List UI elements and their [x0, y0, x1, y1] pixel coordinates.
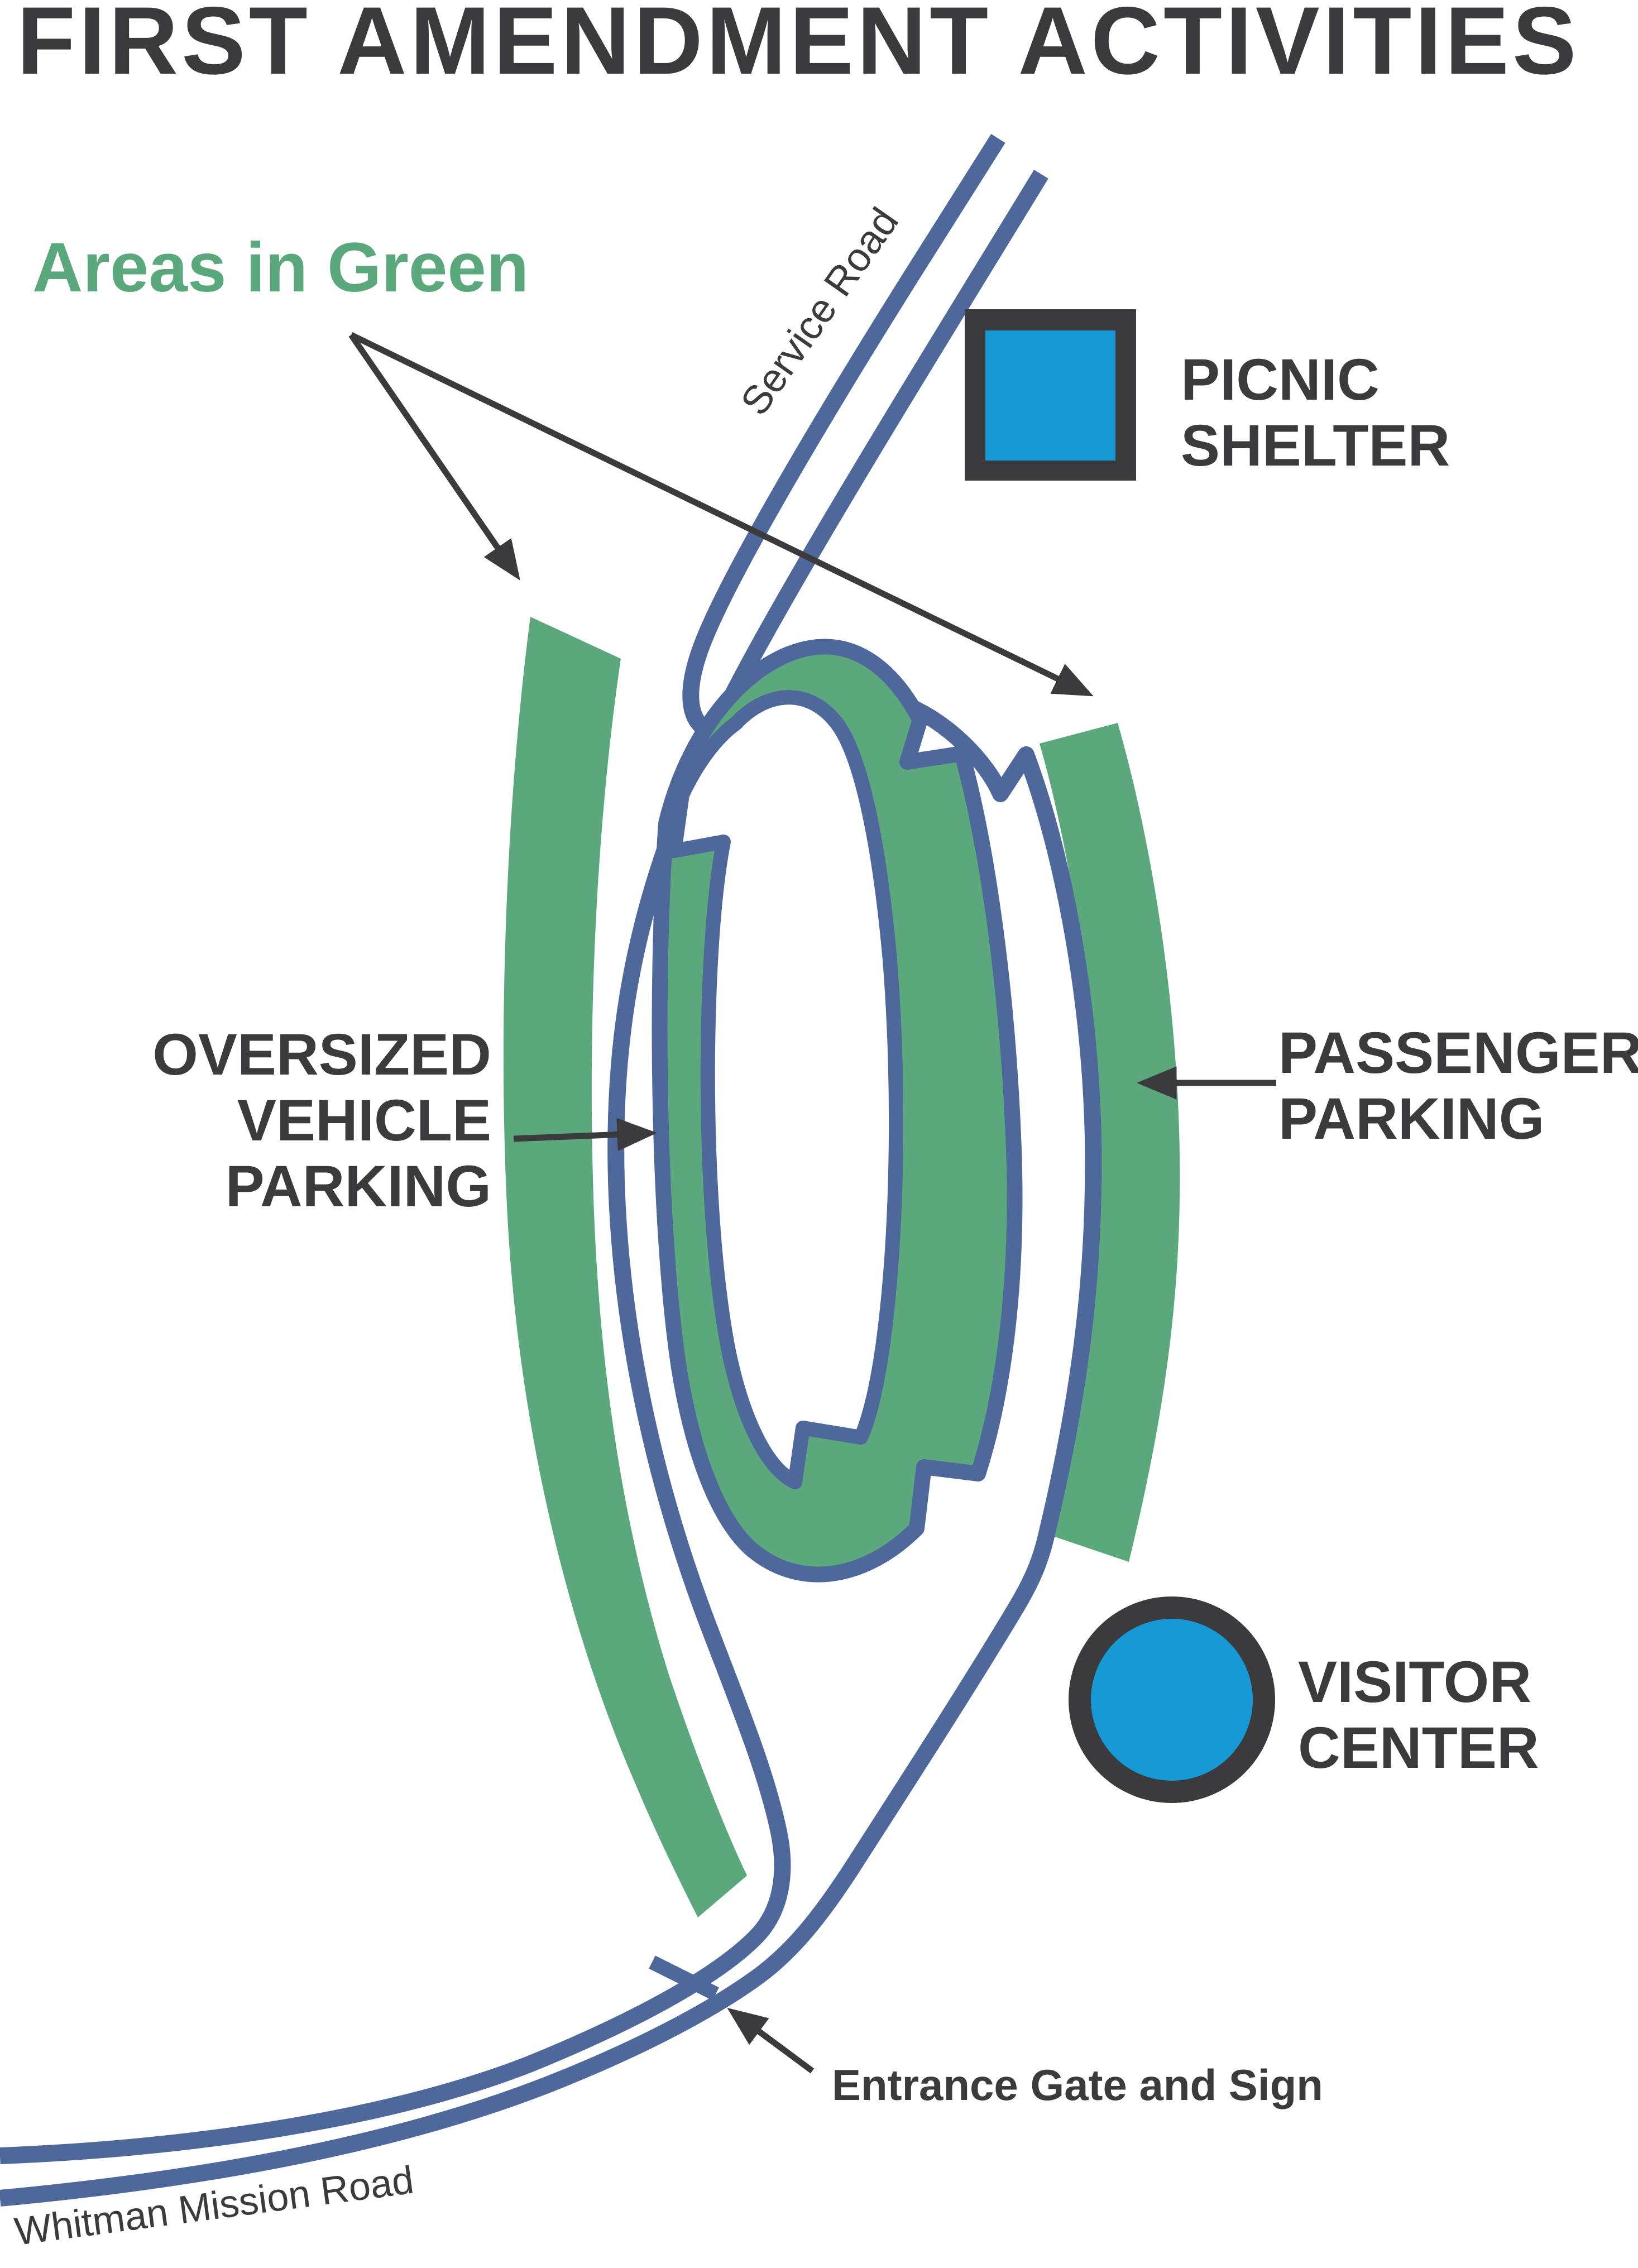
passenger-parking-label: PASSENGER PARKING	[1278, 1020, 1638, 1152]
passenger-line-2: PARKING	[1278, 1086, 1544, 1152]
entrance-gate-mark	[649, 1955, 719, 2001]
picnic-line-1: PICNIC	[1181, 347, 1380, 413]
oversized-line-1: OVERSIZED	[152, 1022, 491, 1087]
visitor-center-icon	[1091, 1619, 1253, 1781]
areas-arrow-right	[349, 332, 1094, 697]
entrance-arrow	[727, 2007, 815, 2074]
visitor-line-2: CENTER	[1298, 1715, 1539, 1781]
areas-in-green-label: Areas in Green	[32, 229, 529, 306]
service-road-left-edge	[0, 170, 1048, 2164]
picnic-shelter-icon	[985, 330, 1115, 461]
entrance-gate-label: Entrance Gate and Sign	[832, 2060, 1323, 2109]
inner-parking-row	[667, 690, 904, 1489]
oversized-vehicle-parking-label: OVERSIZED VEHICLE PARKING	[152, 1022, 491, 1219]
areas-arrow-left	[348, 333, 520, 581]
visitor-line-1: VISITOR	[1298, 1650, 1531, 1715]
oversized-line-2: VEHICLE	[237, 1088, 491, 1153]
picnic-line-2: SHELTER	[1181, 413, 1450, 478]
oversized-vehicle-parking-area	[503, 617, 747, 1917]
visitor-center-legend: VISITOR CENTER	[1069, 1596, 1539, 1803]
service-road-right-edge-and-loop	[0, 133, 1102, 2207]
page-title: FIRST AMENDMENT ACTIVITIES	[17, 0, 1580, 94]
passenger-parking-area	[1040, 723, 1180, 1562]
oversized-arrow	[513, 1118, 657, 1152]
oversized-line-3: PARKING	[226, 1154, 491, 1219]
passenger-line-1: PASSENGER	[1278, 1020, 1638, 1086]
picnic-shelter-legend: PICNIC SHELTER	[965, 309, 1450, 481]
